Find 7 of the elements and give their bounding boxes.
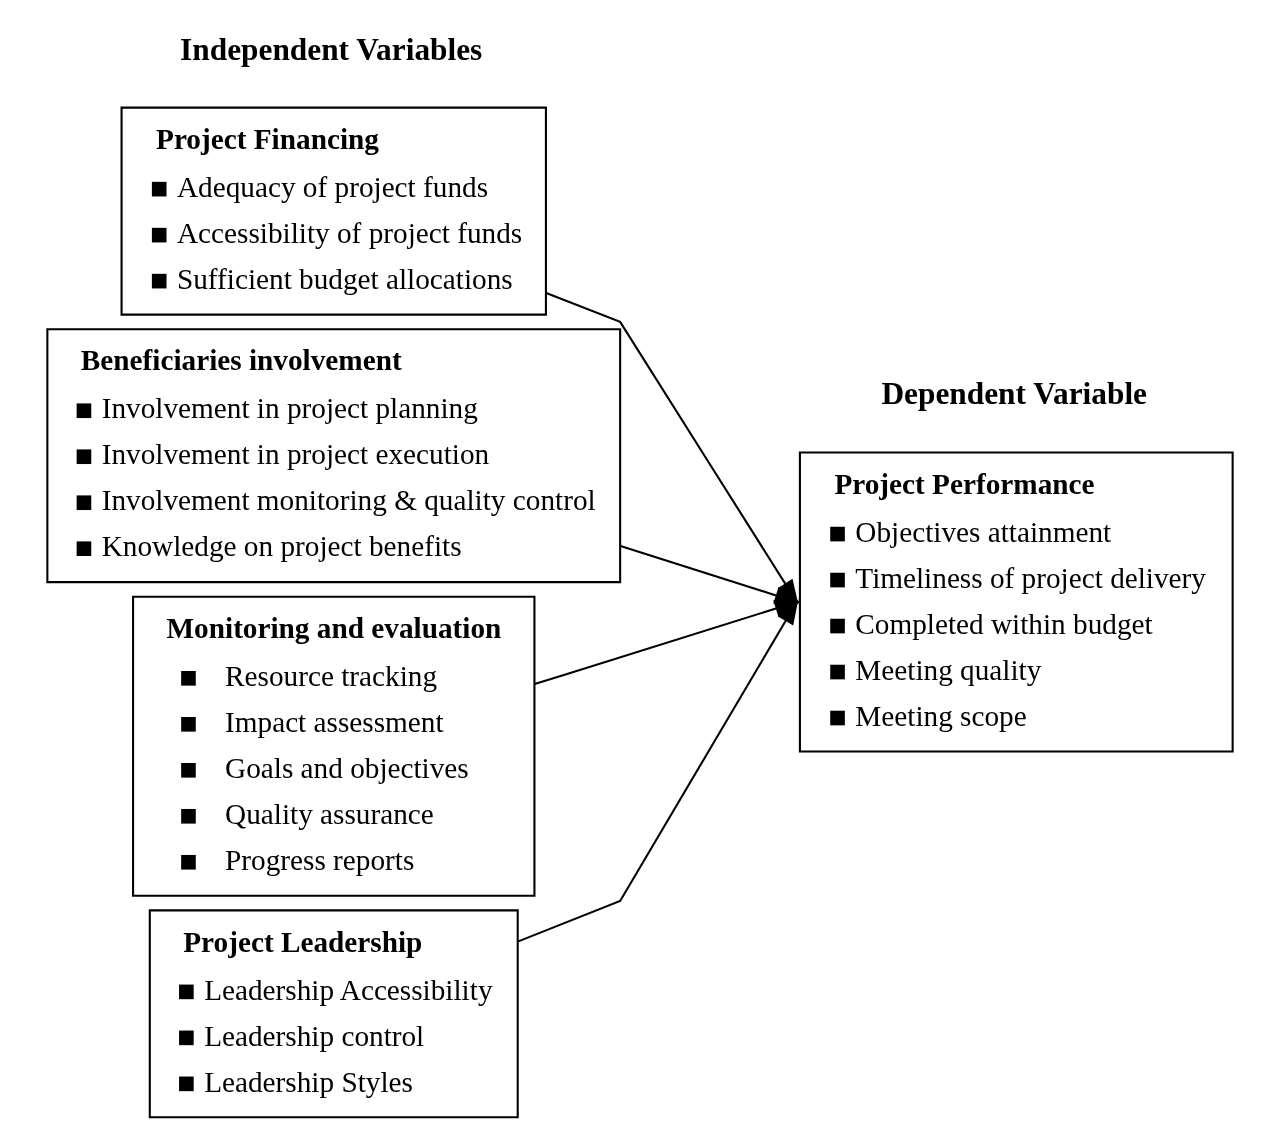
node-box: Monitoring and evaluation Resource tracking Impact assessment Goals and objectives Quality assurance Progress reports: [132, 595, 536, 897]
label: Independent Variables: [180, 31, 483, 67]
node-box: Project Financing Adequacy of project funds Accessibility of project funds Sufficient budget allocations: [120, 106, 547, 316]
label: Dependent Variable: [881, 376, 1148, 412]
node-box: Beneficiaries involvement Involvement in project planning Involvement in project execution Involvement monitoring & quality control Knowledge on project benefits: [46, 328, 622, 584]
node-box: Project Performance Objectives attainment Timeliness of project delivery Completed within budget Meeting quality Meeting scope: [798, 451, 1234, 753]
node-box: Project Leadership Leadership Accessibility Leadership control Leadership Styles: [148, 909, 519, 1119]
